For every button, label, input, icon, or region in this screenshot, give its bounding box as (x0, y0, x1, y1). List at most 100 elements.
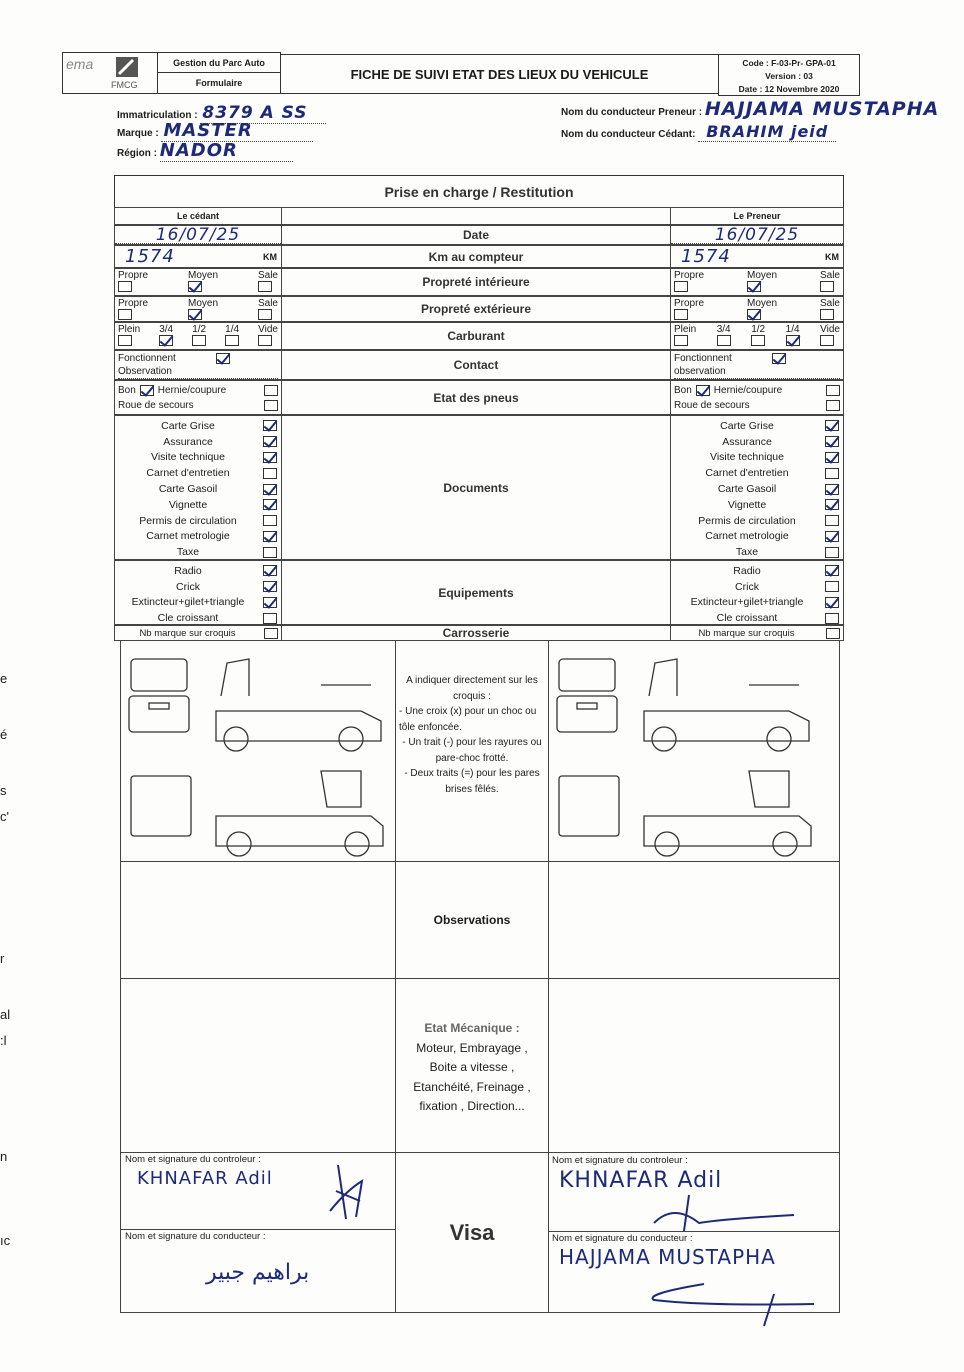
marque-field[interactable]: Marque : MASTER (117, 120, 347, 142)
checklist-item[interactable]: Crick (673, 579, 841, 595)
right-date[interactable]: 16/07/25 (671, 225, 843, 245)
checkbox[interactable] (825, 596, 839, 608)
checkbox[interactable] (785, 335, 800, 346)
checkbox[interactable] (258, 335, 273, 346)
option[interactable]: Propre (674, 298, 704, 320)
checkbox[interactable] (674, 281, 688, 292)
left-date[interactable]: 16/07/25 (115, 225, 281, 245)
checkbox[interactable] (118, 335, 132, 346)
checkbox[interactable] (215, 353, 230, 364)
checkbox[interactable] (257, 281, 272, 292)
option[interactable]: Propre (118, 270, 148, 292)
checklist-item[interactable]: Visite technique (117, 450, 279, 466)
checkbox[interactable] (825, 436, 839, 448)
immat-field[interactable]: Immatriculation : 8379 A SS (117, 103, 337, 124)
option[interactable]: 1/2 (751, 324, 766, 346)
checklist-item[interactable]: Permis de circulation (673, 513, 841, 529)
checklist-item[interactable]: Radio (673, 563, 841, 579)
option[interactable]: Plein (674, 324, 696, 346)
checkbox[interactable] (825, 581, 839, 593)
interior-right-cell[interactable]: Propre Moyen Sale (670, 268, 844, 296)
checkbox[interactable] (825, 483, 839, 495)
checklist-item[interactable]: Vignette (673, 497, 841, 513)
checkbox[interactable] (695, 385, 710, 396)
option[interactable]: 1/2 (192, 324, 207, 346)
option[interactable]: Sale (819, 270, 840, 292)
observations-right[interactable] (548, 861, 840, 979)
option[interactable]: Sale (819, 298, 840, 320)
checkbox[interactable] (139, 385, 154, 396)
checkbox[interactable] (187, 309, 202, 320)
head-left-cell[interactable]: Le cédant (114, 207, 282, 225)
checkbox[interactable] (825, 530, 839, 542)
checkbox[interactable] (825, 515, 839, 527)
option[interactable]: Plein (118, 324, 140, 346)
checkbox[interactable] (746, 309, 761, 320)
cedant-field[interactable]: Nom du conducteur Cédant: BRAHIM jeid (561, 122, 837, 142)
checkbox[interactable] (264, 627, 278, 639)
checkbox[interactable] (257, 309, 272, 320)
option[interactable]: Moyen (187, 298, 218, 320)
region-field[interactable]: Région : NADOR (117, 140, 347, 162)
option[interactable]: Moyen (746, 298, 777, 320)
checkbox[interactable] (826, 627, 840, 639)
checklist-item[interactable]: Carte Grise (673, 418, 841, 434)
body-right-cell[interactable]: Nb marque sur croquis (670, 625, 844, 641)
checkbox[interactable] (820, 335, 835, 346)
left-controleur-signature[interactable]: Nom et signature du controleur : KHNAFAR… (120, 1152, 396, 1230)
checklist-item[interactable]: Extincteur+gilet+triangle (117, 595, 279, 611)
checkbox[interactable] (771, 353, 786, 364)
checkbox[interactable] (263, 499, 277, 511)
option[interactable]: 3/4 (716, 324, 731, 346)
mecanique-right[interactable] (548, 978, 840, 1153)
option[interactable]: Sale (257, 270, 278, 292)
option[interactable]: Vide (820, 324, 840, 346)
checkbox[interactable] (825, 546, 839, 558)
option[interactable]: Sale (257, 298, 278, 320)
option[interactable]: Propre (674, 270, 704, 292)
checklist-item[interactable]: Taxe (673, 544, 841, 560)
checklist-item[interactable]: Carte Gasoil (673, 481, 841, 497)
checkbox[interactable] (263, 483, 277, 495)
date-right-cell[interactable]: 16/07/25 (670, 225, 844, 245)
checkbox[interactable] (825, 499, 839, 511)
option[interactable]: Moyen (187, 270, 218, 292)
checkbox[interactable] (826, 385, 840, 396)
checklist-item[interactable]: Cle croissant (117, 610, 279, 626)
date-left-cell[interactable]: 16/07/25 (114, 225, 282, 245)
checkbox[interactable] (819, 281, 834, 292)
checkbox[interactable] (716, 335, 731, 346)
checkbox[interactable] (263, 515, 277, 527)
checklist-item[interactable]: Crick (117, 579, 279, 595)
checkbox[interactable] (263, 546, 277, 558)
checkbox[interactable] (263, 436, 277, 448)
checklist-item[interactable]: Carnet metrologie (117, 529, 279, 545)
checkbox[interactable] (263, 596, 277, 608)
option[interactable]: 3/4 (159, 324, 174, 346)
exterior-right-cell[interactable]: Propre Moyen Sale (670, 296, 844, 322)
observation-field[interactable]: observation (674, 365, 840, 379)
option[interactable]: Propre (118, 298, 148, 320)
checkbox[interactable] (825, 420, 839, 432)
option[interactable]: Moyen (746, 270, 777, 292)
observation-field[interactable]: Observation (118, 365, 278, 379)
checklist-item[interactable]: Visite technique (673, 450, 841, 466)
mecanique-left[interactable] (120, 978, 396, 1153)
body-left-cell[interactable]: Nb marque sur croquis (114, 625, 282, 641)
checkbox[interactable] (263, 420, 277, 432)
right-controleur-signature[interactable]: Nom et signature du controleur : KHNAFAR… (548, 1152, 840, 1232)
checklist-item[interactable]: Carnet d'entretien (673, 465, 841, 481)
checkbox[interactable] (263, 581, 277, 593)
checkbox[interactable] (819, 309, 834, 320)
